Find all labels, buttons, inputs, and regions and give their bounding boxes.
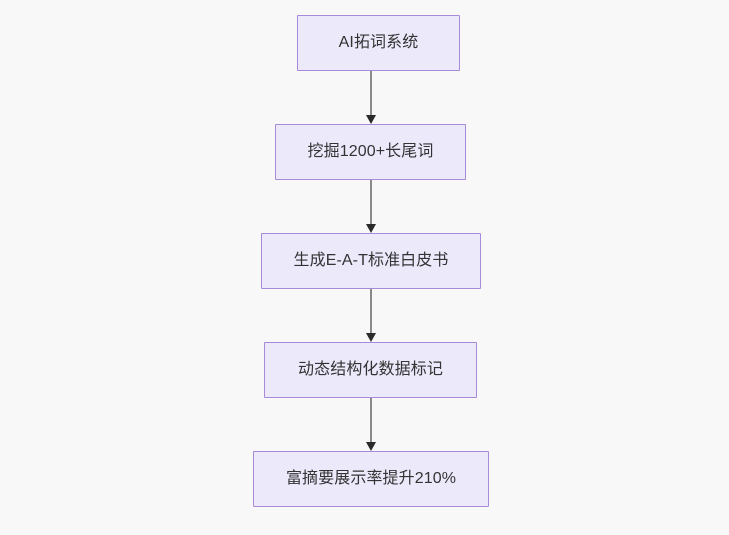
- arrowhead-icon: [365, 442, 376, 451]
- flow-node-label: 富摘要展示率提升210%: [285, 470, 457, 488]
- flow-node-label: 生成E-A-T标准白皮书: [293, 252, 449, 270]
- flow-node-n1[interactable]: AI拓词系统: [297, 15, 460, 71]
- flow-node-label: 动态结构化数据标记: [298, 361, 443, 379]
- flow-node-n5[interactable]: 富摘要展示率提升210%: [253, 451, 489, 507]
- edge-line: [370, 71, 372, 115]
- flow-node-label: 挖掘1200+长尾词: [307, 143, 434, 161]
- flow-node-label: AI拓词系统: [338, 34, 419, 52]
- arrowhead-icon: [365, 115, 376, 124]
- edge-line: [370, 289, 372, 333]
- flow-node-n3[interactable]: 生成E-A-T标准白皮书: [261, 233, 481, 289]
- edge-line: [370, 398, 372, 442]
- edge-line: [370, 180, 372, 224]
- flow-node-n2[interactable]: 挖掘1200+长尾词: [275, 124, 466, 180]
- arrowhead-icon: [365, 224, 376, 233]
- flow-node-n4[interactable]: 动态结构化数据标记: [264, 342, 477, 398]
- arrowhead-icon: [365, 333, 376, 342]
